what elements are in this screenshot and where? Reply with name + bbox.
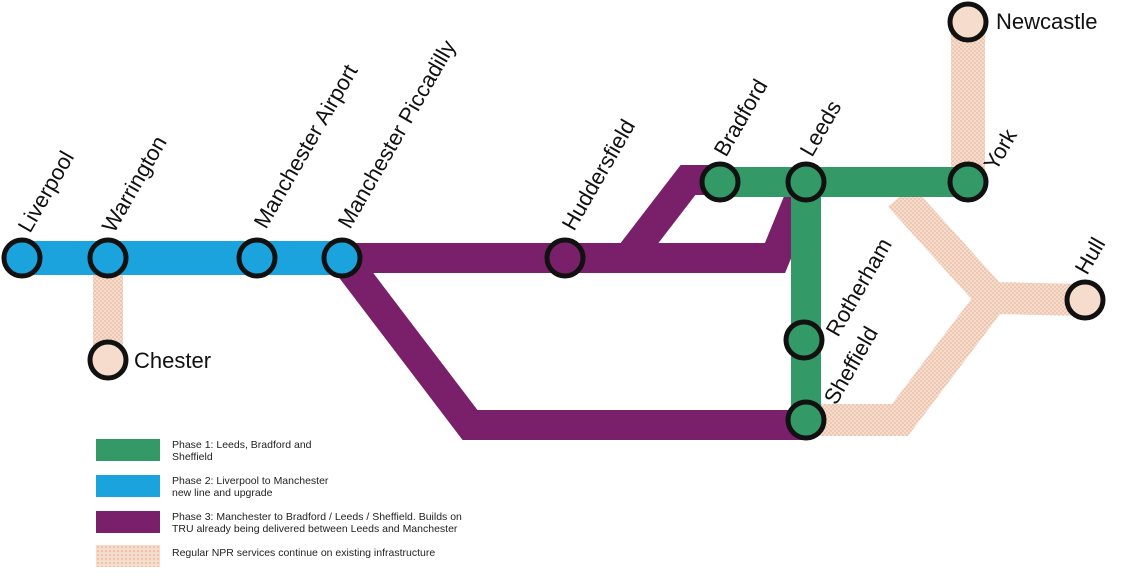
legend-item-phase1: Phase 1: Leeds, Bradford and Sheffield — [96, 437, 616, 473]
label-huddersfield: Huddersfield — [557, 115, 640, 234]
rail-network-map: Liverpool Warrington Manchester Airport … — [1, 1, 1111, 441]
legend-item-phase3: Phase 3: Manchester to Bradford / Leeds … — [96, 509, 616, 545]
phase1-swatch-icon — [96, 439, 160, 461]
station-liverpool — [1, 237, 43, 279]
legend-item-existing: Regular NPR services continue on existin… — [96, 545, 616, 581]
phase1-lines — [717, 167, 968, 422]
legend-label-phase2: Phase 2: Liverpool to Manchester new lin… — [172, 475, 329, 499]
station-manchester-piccadilly — [321, 237, 363, 279]
label-leeds: Leeds — [795, 96, 847, 160]
phase2-swatch-icon — [96, 475, 160, 497]
station-leeds — [785, 161, 827, 203]
label-sheffield: Sheffield — [819, 322, 883, 408]
station-manchester-airport — [236, 237, 278, 279]
route-hull-sheffield — [806, 288, 1005, 436]
route-york-hull — [888, 185, 1086, 316]
label-york: York — [979, 124, 1023, 175]
label-bradford: Bradford — [709, 75, 773, 161]
station-chester — [87, 339, 129, 381]
label-newcastle: Newcastle — [996, 9, 1097, 34]
station-rotherham — [783, 319, 825, 361]
station-bradford — [699, 161, 741, 203]
label-rotherham: Rotherham — [821, 234, 897, 341]
station-huddersfield — [544, 237, 586, 279]
station-warrington — [87, 237, 129, 279]
label-liverpool: Liverpool — [13, 147, 79, 237]
legend-label-phase3: Phase 3: Manchester to Bradford / Leeds … — [172, 511, 462, 535]
label-hull: Hull — [1070, 233, 1111, 278]
legend-label-phase1: Phase 1: Leeds, Bradford and Sheffield — [172, 439, 312, 463]
station-markers — [1, 1, 1106, 441]
station-york — [947, 161, 989, 203]
legend-label-existing: Regular NPR services continue on existin… — [172, 547, 436, 559]
phase3-piccadilly-sheffield — [331, 248, 806, 440]
station-sheffield — [785, 399, 827, 441]
existing-swatch-icon — [96, 545, 160, 567]
phase3-swatch-icon — [96, 511, 160, 533]
label-warrington: Warrington — [97, 132, 172, 237]
label-chester: Chester — [134, 348, 211, 373]
map-legend: Phase 1: Leeds, Bradford and Sheffield P… — [96, 437, 616, 581]
station-newcastle — [947, 1, 989, 43]
station-hull — [1064, 279, 1106, 321]
label-manchester-piccadilly: Manchester Piccadilly — [333, 36, 461, 233]
legend-item-phase2: Phase 2: Liverpool to Manchester new lin… — [96, 473, 616, 509]
